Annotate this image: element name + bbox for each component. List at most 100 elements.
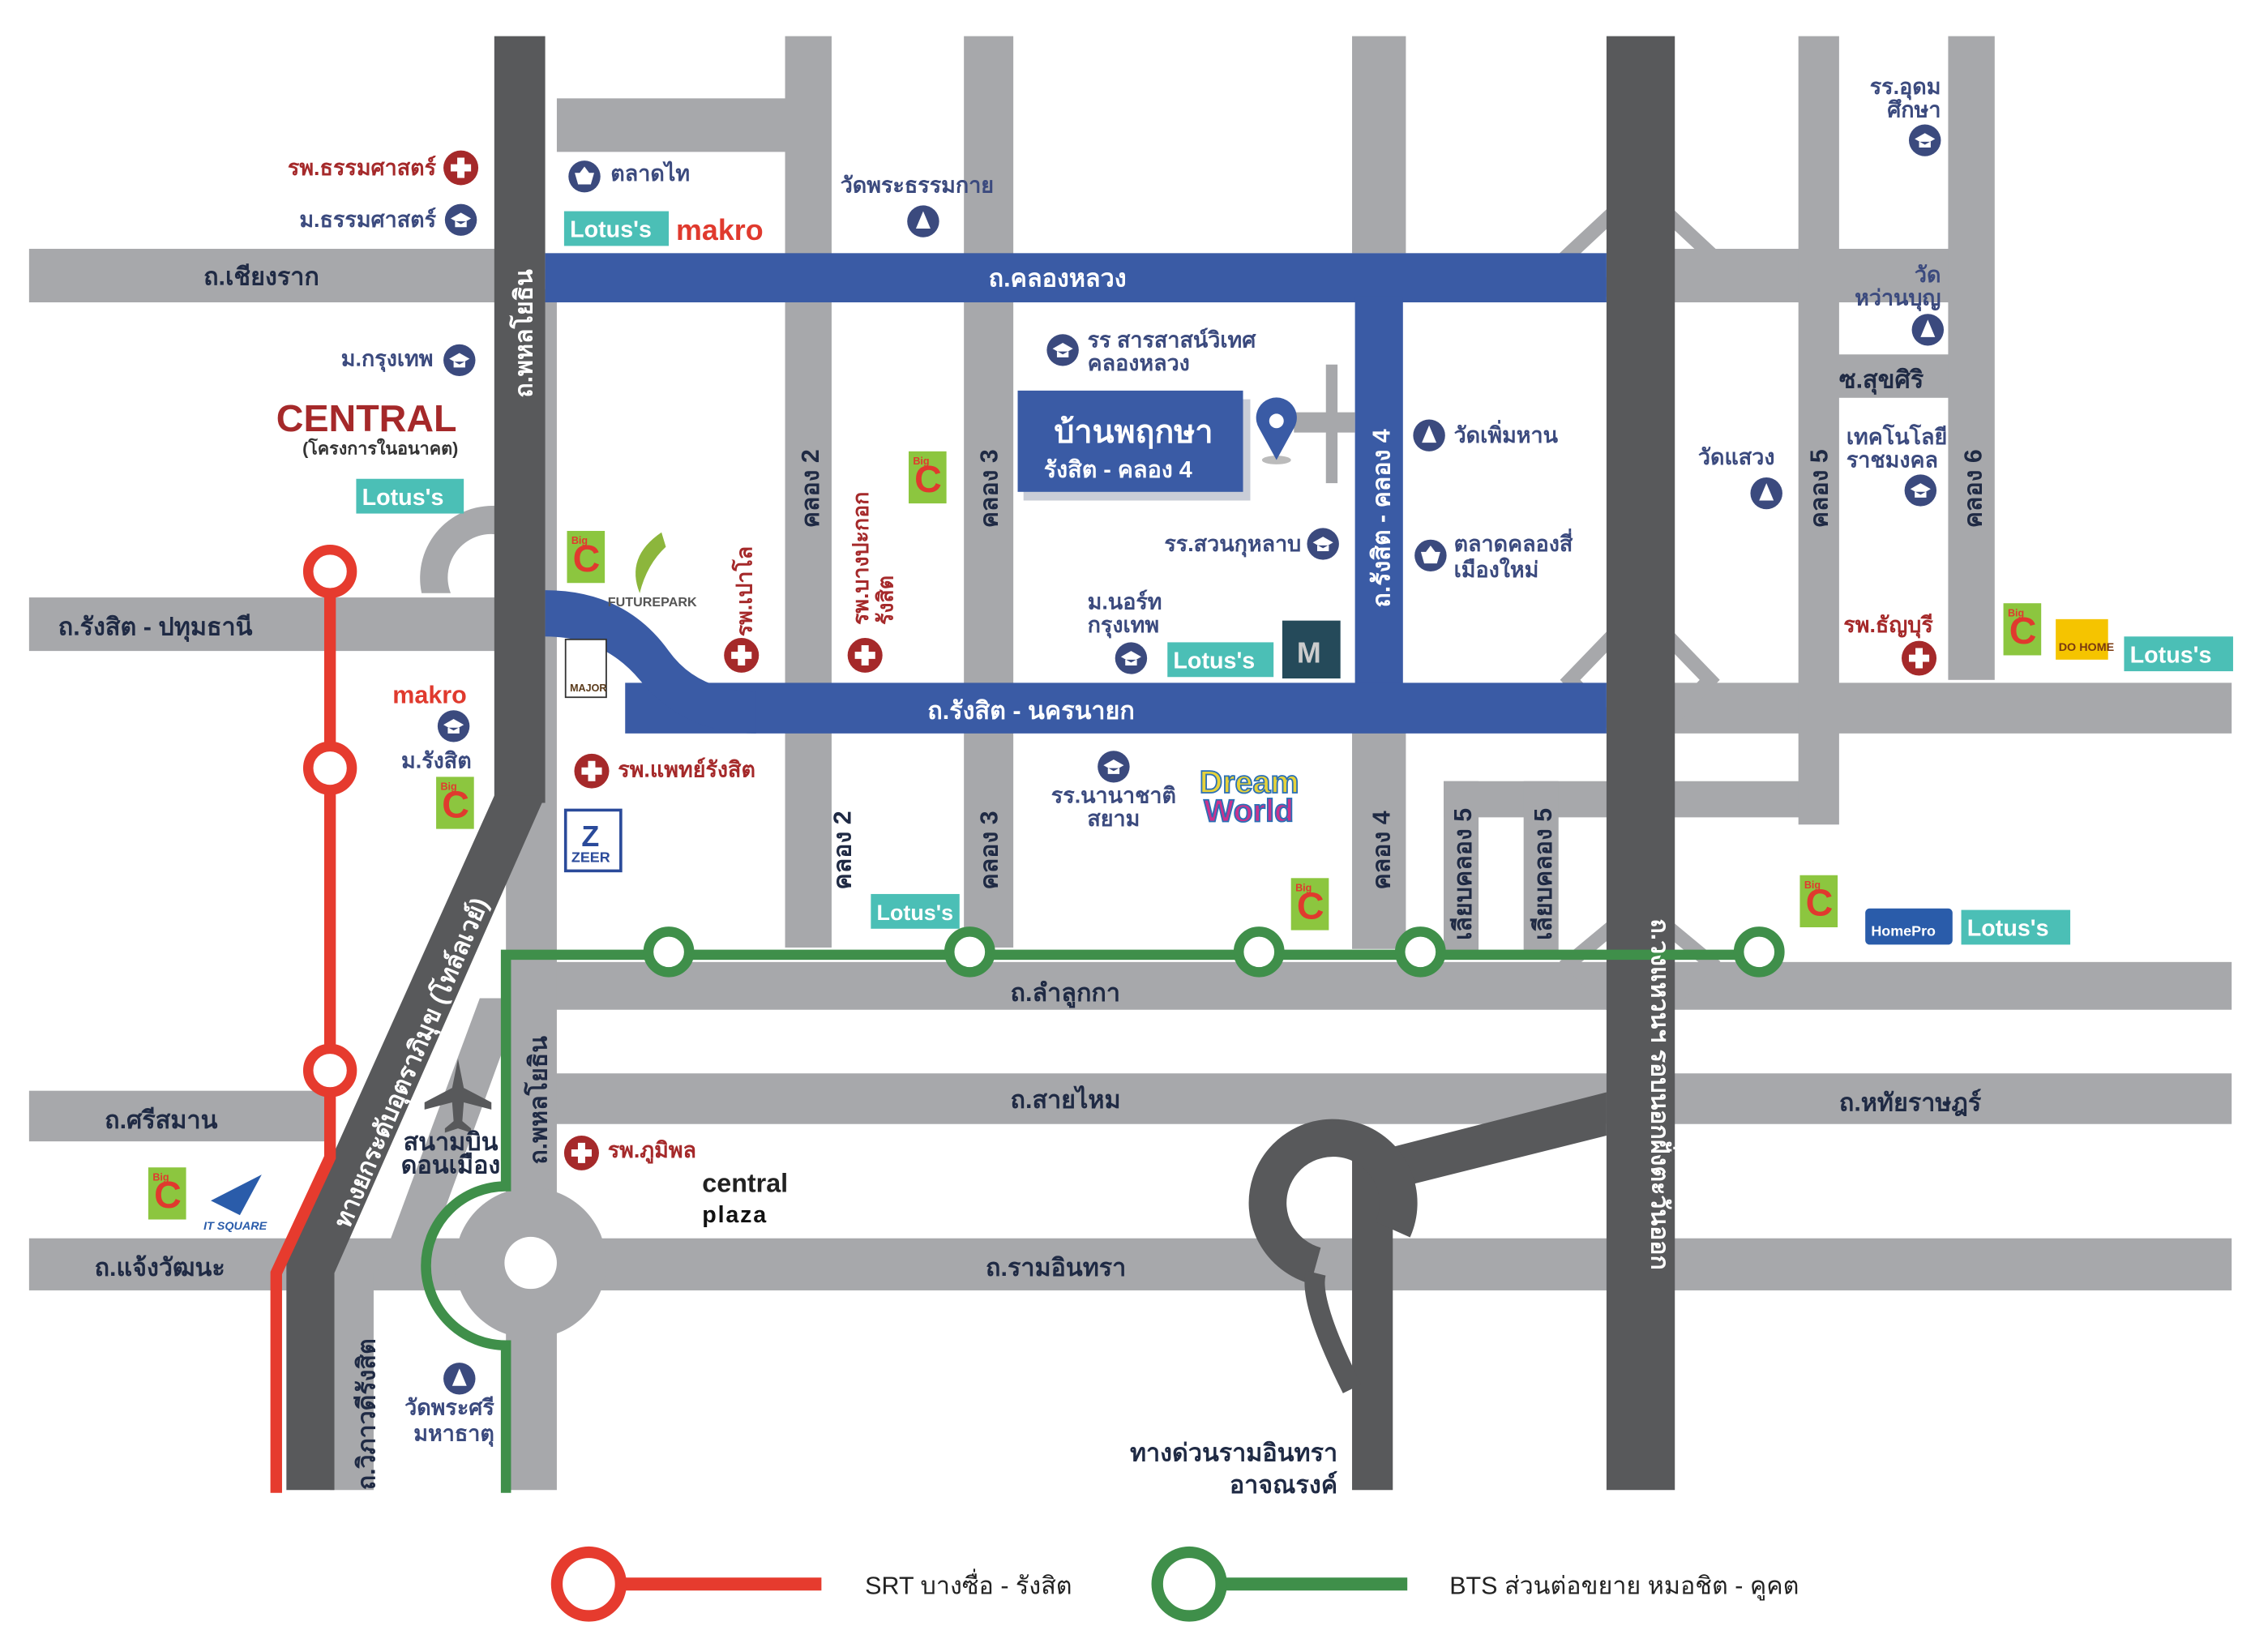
hospital-icon [443,150,479,186]
road-label: คลอง 3 [975,811,1003,889]
road-label: ถ.แจ้งวัฒนะ [95,1254,225,1282]
road-label: คลอง 2 [828,811,856,889]
place-label: เมืองใหม่ [1454,557,1539,582]
srt-station [302,1043,357,1098]
it-square-logo: IT SQUARE [203,1175,267,1233]
market-village-logo: M [1282,620,1341,679]
place-label: ม.ธรรมศาสตร์ [299,208,436,232]
bts-station [1233,926,1285,978]
brand-logos: Lotus's makro Lotus's makro FUTUREPARK M… [148,211,2233,1233]
project-marker: บ้านพฤกษา รังสิต - คลอง 4 [1017,364,1355,501]
svg-text:MAJOR: MAJOR [570,682,606,694]
road-label: ถ.คลองหลวง [989,264,1127,292]
makro-logo: makro [676,214,764,246]
place-label: ม.รังสิต [401,749,472,773]
place-label: ศึกษา [1887,98,1941,122]
place-label: รังสิต [873,576,897,625]
hospital-icon [574,753,610,789]
road-label: ถ.ลำลูกกา [1011,979,1120,1008]
road-label: คลอง 5 [1805,449,1833,528]
place-label: วัด [1915,263,1941,287]
temple-icon [443,1363,476,1395]
market-icon [1414,538,1448,572]
lotus-logo: Lotus's [563,211,670,246]
legend-label: BTS ส่วนต่อขยาย หมอชิต - คูคต [1449,1573,1799,1601]
bigc-logo [1290,878,1329,931]
road-label: ถ.รามอินทรา [986,1254,1126,1282]
place-label: รร.นานาชาติ [1051,784,1176,808]
place-label: วัดพระธรรมกาย [841,173,994,197]
road-label: ถ.ศรีสมาน [105,1106,218,1134]
place-label: รพ.ภูมิพล [608,1138,696,1164]
road-label: เลียบคลอง 5 [1449,808,1477,940]
srt-station [302,544,357,598]
svg-text:HomePro: HomePro [1871,923,1936,939]
school-icon [444,203,477,236]
place-label: วัดแสวง [1698,445,1775,469]
road-labels: ถ.เชียงราก ถ.คลองหลวง ถ.พหลโยธิน ถ.พหลโย… [58,263,1988,1499]
bigc-logo [2003,603,2042,656]
svg-text:Lotus's: Lotus's [1173,648,1255,674]
major-cineplex-logo: MAJOR [564,638,607,699]
future-park-logo: FUTUREPARK [608,532,697,610]
temple-icon [1413,419,1445,451]
temple-icon [1750,477,1782,510]
bts-station [643,926,695,978]
road-label: ถ.พหลโยธิน [523,1036,552,1165]
road-label: คลอง 2 [797,449,824,528]
lotus-logo: Lotus's [1167,642,1274,678]
place-label: สยาม [1087,807,1140,831]
svg-text:Lotus's: Lotus's [570,217,652,243]
place-label: ม.กรุงเทพ [341,347,434,373]
svg-text:DO HOME: DO HOME [2059,641,2114,654]
bigc-logo [148,1167,186,1220]
road-label: อาจณรงค์ [1230,1470,1337,1499]
place-label: ตลาดไท [610,160,690,186]
road-label: คลอง 4 [1368,811,1396,889]
lotus-logo: Lotus's [2124,636,2233,672]
srt-line [270,544,357,1493]
main-roads [286,36,1675,1491]
road-label: ถ.สายไหม [1011,1085,1121,1114]
project-name: บ้านพฤกษา [1054,414,1213,450]
project-roads [545,253,1607,734]
place-label: ม.นอร์ท [1088,589,1162,614]
road-label: ถ.รังสิต - นครนายก [927,697,1135,725]
legend-srt: SRT บางซื่อ - รังสิต [550,1546,1072,1622]
school-icon [1307,528,1339,560]
legend-label: SRT บางซื่อ - รังสิต [865,1568,1072,1600]
makro-logo: makro [392,681,466,708]
bigc-logo [908,451,947,504]
place-label: รร สารสาสน์วิเทศ [1088,327,1257,352]
road-label: เลียบคลอง 5 [1530,808,1557,940]
place-label: กรุงเทพ [1088,613,1160,639]
place-label: รร.อุดม [1870,75,1941,101]
school-icon [443,344,476,377]
school-icon [1908,124,1941,156]
temple-icon [1911,314,1945,346]
bts-station [1394,926,1446,978]
bts-line [421,926,1785,1493]
hospital-icon [724,638,760,673]
place-label: สนามบิน [404,1128,499,1156]
school-icon [1904,474,1937,507]
central-plaza-logo: plaza [702,1202,768,1228]
svg-text:IT SQUARE: IT SQUARE [203,1220,267,1233]
svg-text:Lotus's: Lotus's [362,485,444,511]
road-label: ถ.เชียงราก [203,263,319,291]
place-label: ตลาดคลองสี่ [1454,528,1573,556]
place-label: รพ.ธัญบุรี [1843,613,1933,639]
legend: SRT บางซื่อ - รังสิต BTS ส่วนต่อขยาย หมอ… [550,1546,1799,1622]
svg-text:M: M [1297,636,1321,669]
school-icon [437,710,470,742]
road-label: ซ.สุขศิริ [1839,366,1924,395]
road-label: ถ.รังสิต - คลอง 4 [1368,429,1396,607]
place-label: ดอนเมือง [401,1151,501,1179]
legend-bts: BTS ส่วนต่อขยาย หมอชิต - คูคต [1151,1546,1799,1622]
svg-text:Lotus's: Lotus's [1967,916,2049,942]
srt-station [302,741,357,795]
places: รพ.ธรรมศาสตร์ ม.ธรรมศาสตร์ ตลาดไท วัดพระ… [276,75,1948,1447]
road-label: คลอง 6 [1960,449,1988,528]
